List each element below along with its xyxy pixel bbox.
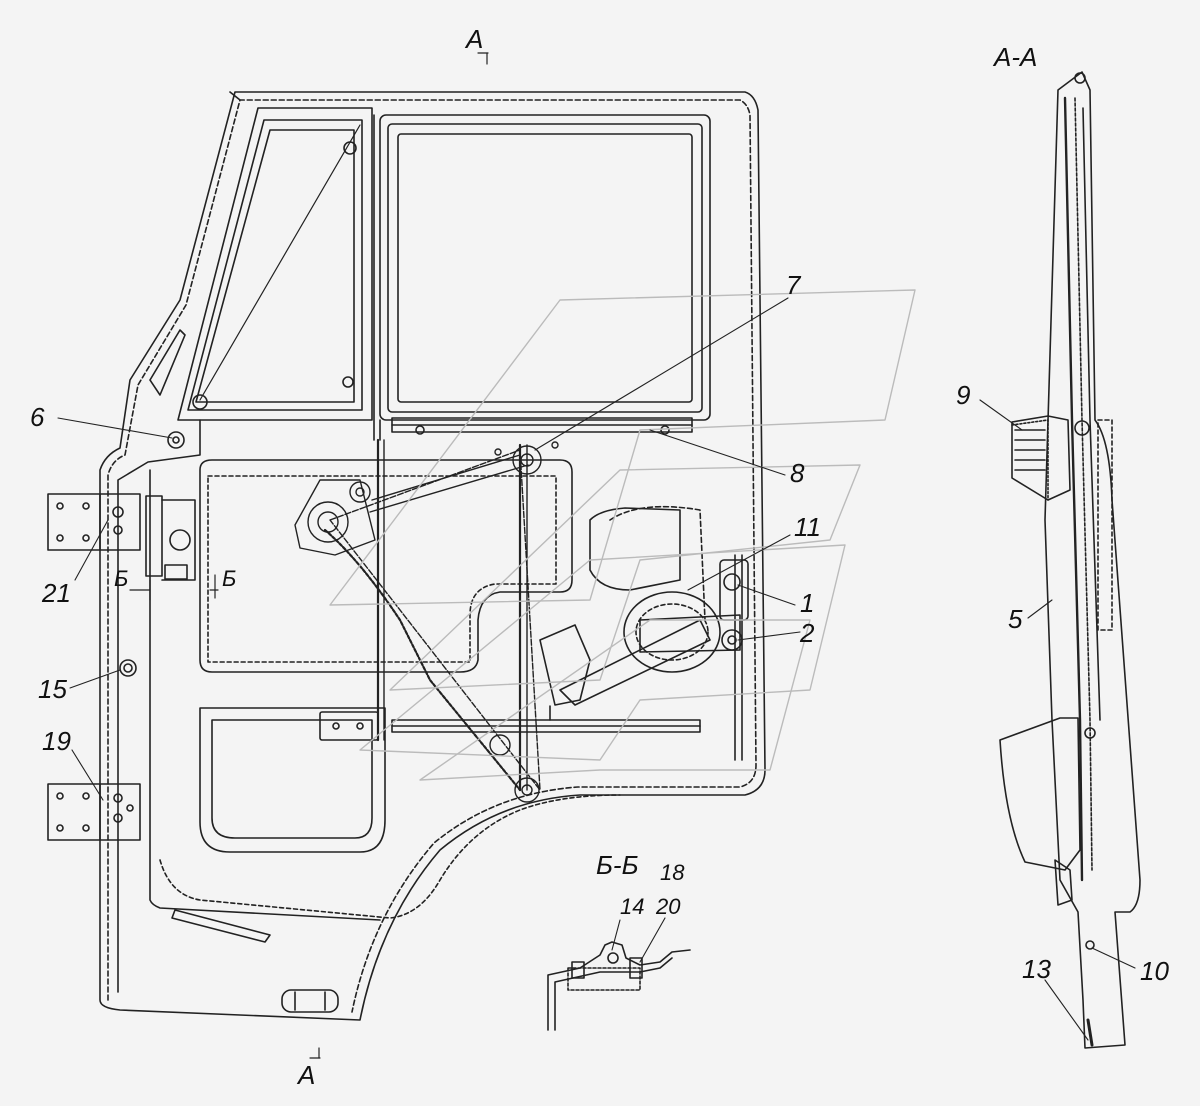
callout-14: 14 — [620, 894, 645, 919]
section-line-b — [129, 574, 219, 601]
door-lock-mechanism — [539, 554, 749, 761]
callout-10: 10 — [1140, 956, 1169, 986]
callout-19: 19 — [42, 726, 71, 756]
door-pocket — [199, 707, 386, 853]
callout-2: 2 — [800, 618, 815, 648]
callout-6: 6 — [30, 402, 45, 432]
callout-11: 11 — [794, 512, 821, 542]
section-a-bottom-marker: А — [298, 1060, 316, 1090]
callout-20: 20 — [656, 894, 681, 919]
upper-hinge — [47, 493, 196, 581]
callout-7: 7 — [786, 270, 801, 300]
callout-9: 9 — [956, 380, 971, 410]
lower-hinge — [47, 783, 141, 841]
section-bb-view — [547, 941, 691, 1031]
section-a-top-marker: А — [466, 24, 484, 54]
callout-1: 1 — [800, 588, 815, 618]
inner-panel-openings — [199, 459, 721, 673]
callout-15: 15 — [38, 674, 67, 704]
section-line-a — [309, 52, 489, 1059]
door-outline — [99, 91, 766, 1021]
watermark — [329, 289, 916, 781]
lower-guide-rail — [391, 705, 701, 733]
section-aa-title: А-А — [994, 42, 1038, 72]
callout-21: 21 — [42, 578, 71, 608]
callout-8: 8 — [790, 458, 805, 488]
section-b-left-marker: Б — [114, 566, 129, 591]
section-bb-title: Б-Б — [596, 850, 639, 880]
section-aa-view — [999, 71, 1141, 1049]
glass-lower-rail — [391, 417, 693, 435]
window-regulator — [294, 438, 559, 803]
drain-plug — [119, 659, 137, 677]
main-window-frame — [373, 114, 711, 441]
vent-window-frame — [177, 107, 373, 421]
callout-5: 5 — [1008, 604, 1023, 634]
callout-18: 18 — [660, 860, 685, 885]
section-b-right-marker: Б — [222, 566, 237, 591]
callout-13: 13 — [1022, 954, 1051, 984]
leader-lines — [57, 297, 1136, 1041]
